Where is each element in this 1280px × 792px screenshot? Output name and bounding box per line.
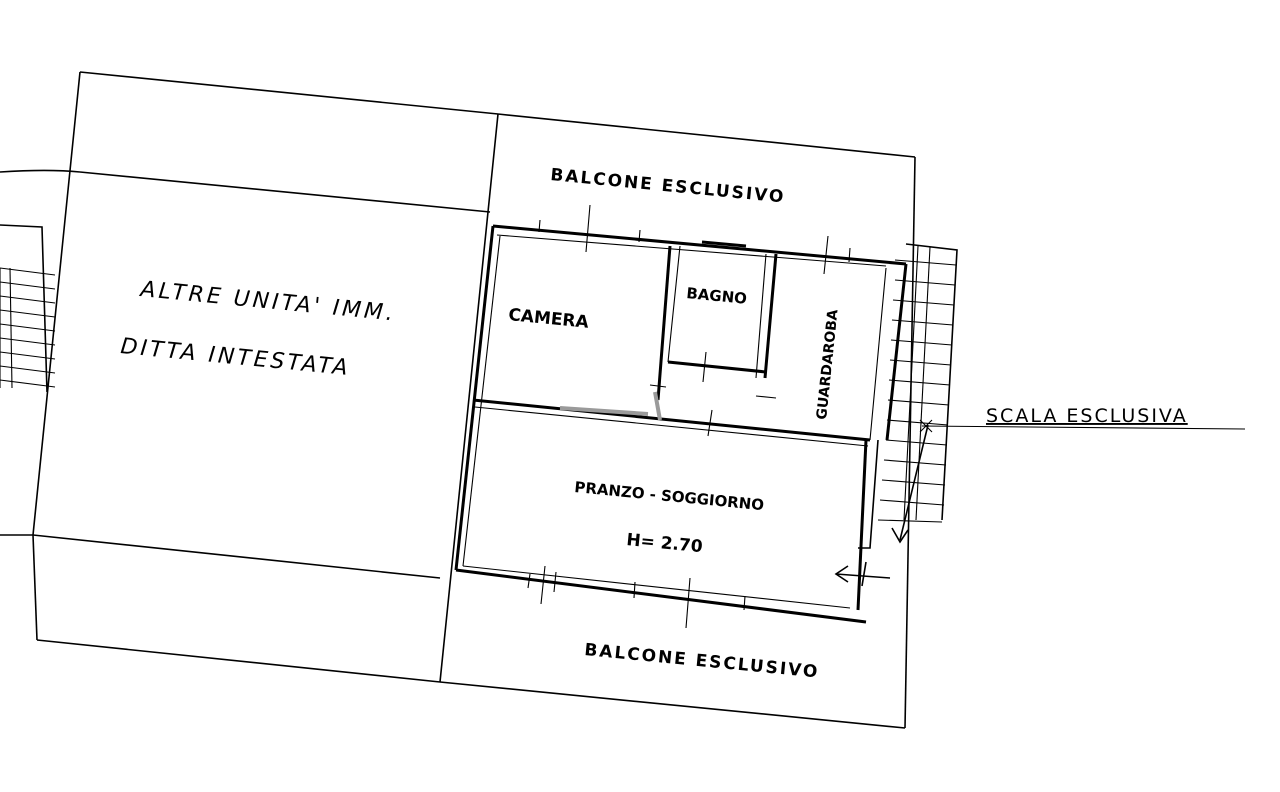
bagno-label: BAGNO <box>686 284 748 308</box>
height-label: H= 2.70 <box>626 530 704 557</box>
pranzo-soggiorno-label: PRANZO - SOGGIORNO <box>574 478 765 514</box>
right-stair <box>834 243 1246 587</box>
altre-unita-label: ALTRE UNITA' IMM. <box>137 277 397 327</box>
ditta-intestata-label: DITTA INTESTATA <box>119 334 351 381</box>
property-outline <box>0 71 916 729</box>
apartment-walls <box>454 204 908 629</box>
left-stair <box>0 224 56 393</box>
scala-esclusiva-label: SCALA ESCLUSIVA <box>986 405 1188 427</box>
camera-label: CAMERA <box>508 305 591 333</box>
guardaroba-label: GUARDAROBA <box>814 309 841 421</box>
balcone-bottom-label: BALCONE ESCLUSIVO <box>584 640 821 683</box>
balcone-top-label: BALCONE ESCLUSIVO <box>550 165 787 208</box>
